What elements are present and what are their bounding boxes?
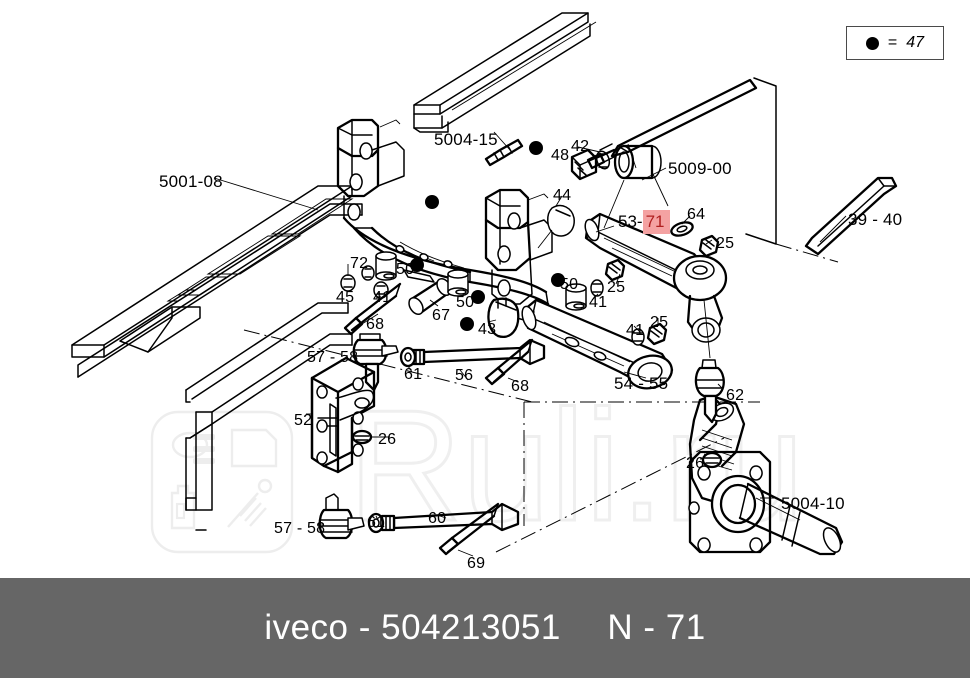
callout-c50a: 50 — [396, 261, 415, 278]
callout-c25b: 25 — [607, 279, 626, 296]
callout-c41b: 41 — [589, 294, 608, 311]
callout-c5004-10: 5004-10 — [781, 494, 845, 513]
nut-26-knuckle — [701, 451, 723, 469]
callout-c67: 67 — [432, 307, 451, 324]
callout-c5009-00: 5009-00 — [668, 159, 732, 178]
caption-text: iveco - 504213051 N - 71 — [264, 608, 705, 648]
leader-lines — [213, 131, 847, 557]
ball-joint-57-58-lower — [318, 493, 365, 540]
callout-c61b: 61 — [367, 514, 386, 531]
callout-c61a: 61 — [404, 366, 423, 383]
callout-c69: 69 — [467, 555, 486, 572]
callout-c41c: 41 — [626, 322, 645, 339]
callout-c57-58a: 57 - 58 — [307, 349, 359, 366]
technical-drawing-layer: .s{fill:none;stroke:#000;stroke-width:1.… — [71, 12, 898, 557]
highlight-dash: - — [636, 212, 643, 231]
callout-c62: 62 — [726, 387, 745, 404]
washer-64 — [670, 221, 694, 237]
callout-c50b: 50 — [456, 294, 475, 311]
callout-c25a: 25 — [716, 235, 735, 252]
callout-c72: 72 — [350, 255, 369, 272]
hardware-left-group — [340, 251, 402, 336]
torque-rod-60 — [367, 502, 520, 556]
pad-44 — [537, 204, 575, 249]
front-axle-beam — [336, 118, 553, 321]
callout-c25c: 25 — [650, 314, 669, 331]
bump-stop-43 — [487, 297, 520, 339]
callout-c68b: 68 — [511, 378, 530, 395]
callout-c44: 44 — [553, 187, 572, 204]
callout-c41a: 41 — [373, 289, 392, 306]
caption-page-number: 71 — [665, 608, 706, 647]
callout-c26b: 26 — [686, 455, 705, 472]
shock-bracket-52 — [310, 356, 376, 474]
callout-c64: 64 — [687, 206, 706, 223]
diagram-canvas: Ruli.ru .s{fill:none;stroke:#000;stroke-… — [71, 12, 944, 572]
callout-c57-58b: 57 - 58 — [274, 520, 326, 537]
callout-c26a: 26 — [378, 431, 397, 448]
item-47-dots — [410, 141, 565, 331]
legend-dot-icon — [865, 36, 879, 50]
ball-joint-62 — [694, 299, 725, 424]
section-divider-lines — [243, 77, 839, 553]
tie-rod-39-40 — [804, 176, 898, 256]
hardware-lower-arm — [565, 258, 668, 346]
upper-control-arm-53-71 — [584, 212, 728, 343]
callout-c52: 52 — [294, 412, 313, 429]
highlight-number: 71 — [642, 210, 670, 234]
caption-bar: iveco - 504213051 N - 71 — [0, 578, 970, 678]
callout-c43: 43 — [478, 321, 497, 338]
caption-part-number: 504213051 — [381, 608, 561, 647]
callout-c50c: 50 — [560, 276, 579, 293]
callout-c5004-15: 5004-15 — [434, 130, 498, 149]
crossmember-5004-15 — [413, 12, 597, 133]
callout-c60: 60 — [428, 510, 447, 527]
damper-rod-top — [586, 78, 758, 170]
caption-page-separator: - — [643, 608, 656, 647]
nut-25-upper — [698, 234, 720, 258]
callout-c48: 48 — [551, 147, 570, 164]
callout-c39-40: 39 - 40 — [848, 210, 903, 229]
callout-c45: 45 — [336, 289, 355, 306]
chassis-rail-lower — [185, 302, 353, 531]
legend-equals: = — [887, 34, 898, 51]
caption-brand: iveco — [264, 608, 349, 647]
steering-knuckle-5004-10 — [688, 394, 844, 556]
caption-page-prefix: N — [607, 608, 634, 647]
callout-c56: 56 — [455, 367, 474, 384]
caption-separator: - — [358, 608, 371, 647]
callout-c5001-08: 5001-08 — [159, 172, 223, 191]
callout-c42: 42 — [571, 138, 590, 155]
legend-box: = 47 — [846, 26, 944, 60]
highlight-prefix: 53 — [618, 212, 637, 231]
lower-control-arm-54-55 — [521, 298, 674, 390]
legend-value: 47 — [906, 34, 925, 51]
hardware-bushing-67 — [408, 269, 469, 316]
highlighted-part-number[interactable]: 53-71 — [618, 210, 670, 234]
nut-26-bracket — [351, 429, 373, 445]
bushing-5009-00 — [613, 144, 662, 180]
callout-c54-55: 54 - 55 — [614, 374, 669, 393]
callout-c68a: 68 — [366, 316, 385, 333]
